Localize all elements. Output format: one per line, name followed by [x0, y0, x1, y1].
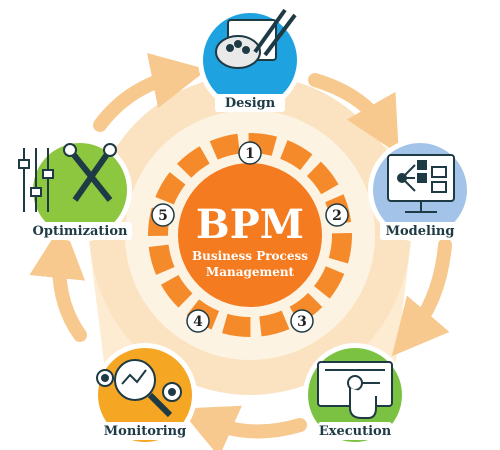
stage-label-monitoring: Monitoring — [104, 424, 186, 439]
svg-text:1: 1 — [245, 146, 255, 162]
svg-text:2: 2 — [332, 208, 342, 224]
stage-modeling: Modeling — [368, 138, 472, 242]
flowchart-monitor-icon — [387, 154, 455, 213]
arrow-design-to-modeling — [308, 73, 399, 155]
step-number-3: 3 — [290, 309, 314, 333]
stage-optimization: Optimization — [18, 138, 132, 242]
stage-label-optimization: Optimization — [33, 224, 128, 239]
magnifier-gears-icon — [96, 359, 182, 418]
stage-monitoring: Monitoring — [93, 343, 197, 447]
step-number-5: 5 — [151, 203, 175, 227]
step-number-2: 2 — [325, 203, 349, 227]
center-title: BPM — [196, 201, 304, 248]
svg-text:3: 3 — [297, 314, 307, 330]
stage-execution: Execution — [303, 343, 407, 447]
arrow-optimization-to-design — [93, 53, 208, 132]
wrench-screwdriver-sliders-icon — [18, 143, 117, 212]
stage-label-execution: Execution — [319, 424, 392, 439]
center-subtitle-line2: Management — [206, 265, 295, 279]
stage-label-modeling: Modeling — [386, 224, 455, 239]
step-number-4: 4 — [186, 309, 210, 333]
stage-design: Design — [198, 8, 302, 112]
stage-label-design: Design — [225, 96, 276, 111]
svg-text:5: 5 — [158, 208, 168, 224]
arrow-execution-to-monitoring — [179, 405, 307, 450]
palette-brush-pencil-icon — [215, 8, 297, 69]
hand-pointer-screen-icon — [317, 361, 393, 419]
step-number-1: 1 — [238, 141, 262, 165]
arrow-monitoring-to-optimization — [29, 222, 87, 342]
outer-arrows — [29, 53, 452, 450]
arrow-modeling-to-execution — [391, 238, 452, 357]
svg-text:4: 4 — [193, 314, 203, 330]
center-subtitle-line1: Business Process — [192, 249, 308, 263]
center-circle — [178, 163, 322, 307]
